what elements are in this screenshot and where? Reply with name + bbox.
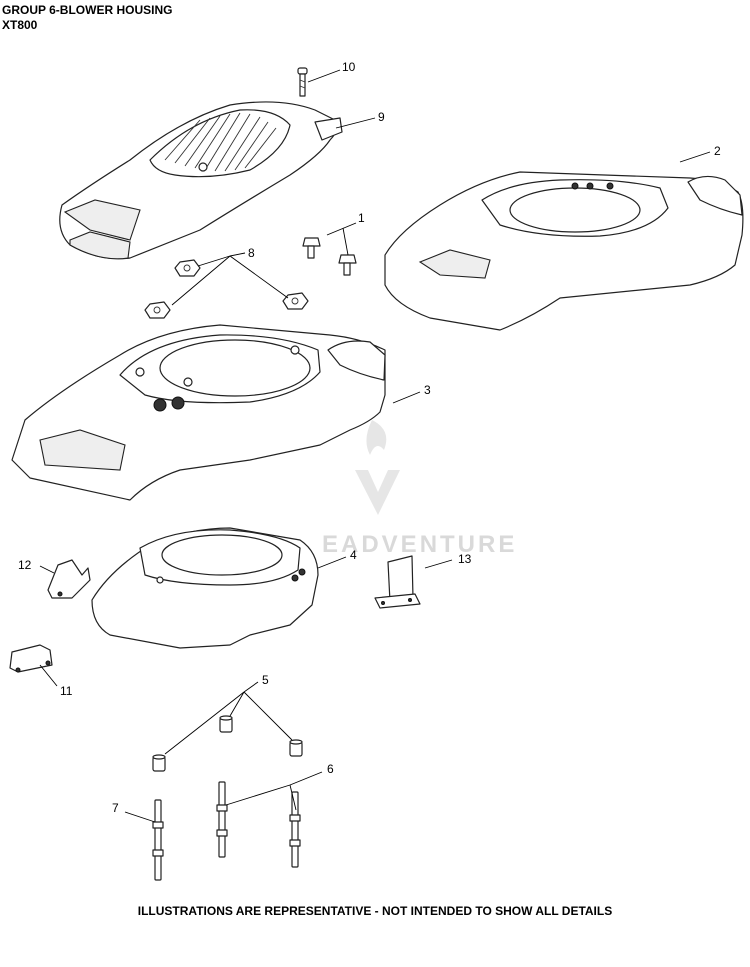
- part-9-top-cover[interactable]: [59, 101, 343, 260]
- part-4-blower-housing-base[interactable]: [91, 527, 319, 649]
- part-11-baffle[interactable]: [9, 644, 53, 673]
- part-2-blower-housing[interactable]: [384, 171, 744, 331]
- callout-7: 7: [112, 801, 119, 815]
- part-1-screws[interactable]: [302, 237, 357, 276]
- callout-5: 5: [262, 673, 269, 687]
- callouts: 10 9 2 1 8 3 12 4 13 11 5 6 7: [18, 60, 721, 815]
- model-number: XT800: [2, 18, 38, 32]
- callout-13: 13: [458, 552, 472, 566]
- part-6-studs[interactable]: [216, 781, 301, 868]
- callout-8: 8: [248, 246, 255, 260]
- part-13-plate[interactable]: [374, 555, 421, 609]
- part-3-blower-housing[interactable]: [11, 324, 386, 501]
- diagram-title: GROUP 6-BLOWER HOUSING: [2, 3, 173, 17]
- callout-2: 2: [714, 144, 721, 158]
- callout-4: 4: [350, 548, 357, 562]
- callout-11: 11: [60, 684, 73, 698]
- callout-9: 9: [378, 110, 385, 124]
- part-7-stud[interactable]: [152, 799, 164, 881]
- callout-3: 3: [424, 383, 431, 397]
- part-10-screw[interactable]: [297, 67, 308, 97]
- part-12-bracket[interactable]: [47, 559, 91, 599]
- callout-1: 1: [358, 211, 365, 225]
- part-5-spacers[interactable]: [152, 715, 303, 772]
- footer-disclaimer: ILLUSTRATIONS ARE REPRESENTATIVE - NOT I…: [137, 904, 613, 918]
- leader-lines: [39, 69, 711, 823]
- part-8-nuts[interactable]: [144, 259, 309, 319]
- watermark-text: EADVENTURE: [322, 531, 517, 558]
- callout-12: 12: [18, 558, 32, 572]
- callout-6: 6: [327, 762, 334, 776]
- watermark: EADVENTURE: [322, 420, 517, 558]
- callout-10: 10: [342, 60, 356, 74]
